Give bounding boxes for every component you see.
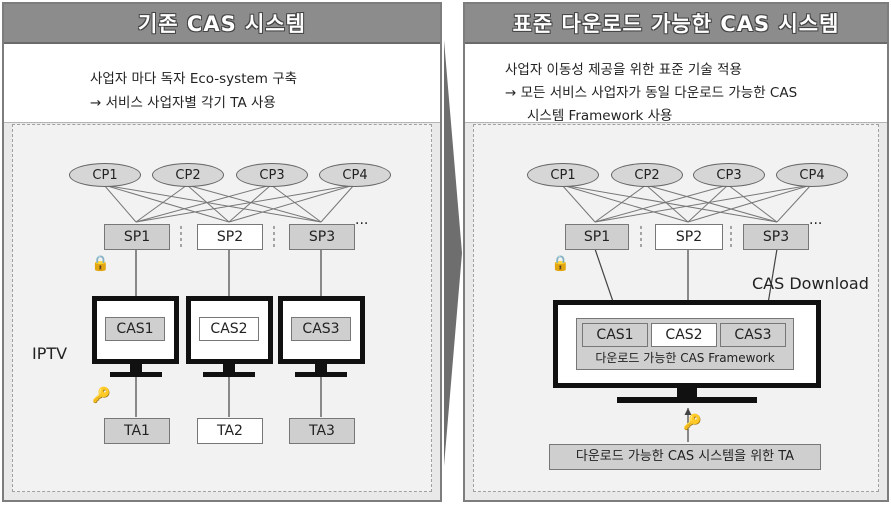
left-tv3-stand <box>315 364 327 372</box>
left-tv3-base <box>295 372 347 377</box>
left-cas1: CAS1 <box>105 317 165 341</box>
right-cp3: CP3 <box>693 163 765 187</box>
left-ta1: TA1 <box>104 418 170 444</box>
right-desc-line2: → 모든 서비스 사업자가 동일 다운로드 가능한 CAS <box>505 85 798 101</box>
chevron-right-arrow-icon <box>444 40 462 466</box>
left-tv2: CAS2 <box>186 296 273 364</box>
right-description: 사업자 이동성 제공을 위한 표준 기술 적용 → 모든 서비스 사업자가 동일… <box>465 44 887 124</box>
left-sp1: SP1 <box>104 224 170 250</box>
right-panel: 표준 다운로드 가능한 CAS 시스템 사업자 이동성 제공을 위한 표준 기술… <box>463 2 889 502</box>
right-sp2: SP2 <box>655 224 723 250</box>
right-cas3: CAS3 <box>720 323 786 347</box>
left-tv1: CAS1 <box>92 296 179 364</box>
left-cas2: CAS2 <box>199 317 259 341</box>
right-tv-stand <box>677 388 697 398</box>
cas-framework: CAS1 CAS2 CAS3 다운로드 가능한 CAS Framework <box>576 318 794 370</box>
left-tv2-base <box>203 372 255 377</box>
left-cp2: CP2 <box>152 163 224 187</box>
left-panel: 기존 CAS 시스템 사업자 마다 독자 Eco-system 구축 → 서비스… <box>2 2 442 502</box>
left-desc-line1: 사업자 마다 독자 Eco-system 구축 <box>90 71 298 87</box>
right-desc-line3: 시스템 Framework 사용 <box>527 108 673 124</box>
right-cp2: CP2 <box>611 163 683 187</box>
left-cas3: CAS3 <box>291 317 351 341</box>
left-tv1-base <box>110 372 162 377</box>
right-cas2: CAS2 <box>651 323 717 347</box>
left-tv3: CAS3 <box>278 296 365 364</box>
left-tv1-stand <box>130 364 142 372</box>
right-cp1: CP1 <box>527 163 599 187</box>
right-sp1: SP1 <box>565 224 629 250</box>
left-cp4: CP4 <box>319 163 391 187</box>
right-connections <box>561 184 812 442</box>
right-cp4: CP4 <box>776 163 848 187</box>
left-title: 기존 CAS 시스템 <box>137 12 306 36</box>
right-tv: CAS1 CAS2 CAS3 다운로드 가능한 CAS Framework <box>553 300 821 388</box>
left-description: 사업자 마다 독자 Eco-system 구축 → 서비스 사업자별 각기 TA… <box>4 44 440 123</box>
left-sp3: SP3 <box>289 224 355 250</box>
right-ellipsis: ... <box>809 212 823 228</box>
framework-label: 다운로드 가능한 CAS Framework <box>595 351 775 365</box>
left-sp2: SP2 <box>197 224 263 250</box>
left-title-banner: 기존 CAS 시스템 <box>4 4 440 44</box>
left-ellipsis: ... <box>355 212 369 228</box>
left-desc-line2: → 서비스 사업자별 각기 TA 사용 <box>90 95 276 111</box>
lock-icon: 🔒 <box>91 254 110 272</box>
right-title: 표준 다운로드 가능한 CAS 시스템 <box>512 12 840 36</box>
right-sp3: SP3 <box>743 224 809 250</box>
left-ta3: TA3 <box>289 418 355 444</box>
iptv-label: IPTV <box>32 344 68 363</box>
key-icon: 🔑 <box>92 386 111 404</box>
cas-download-label: CAS Download <box>752 274 869 293</box>
lock-icon: 🔒 <box>551 254 570 272</box>
left-ta2: TA2 <box>197 418 263 444</box>
left-cp1: CP1 <box>69 163 141 187</box>
right-tv-base <box>617 397 757 403</box>
left-connections <box>103 184 355 417</box>
left-tv2-stand <box>223 364 235 372</box>
right-cas1: CAS1 <box>582 323 648 347</box>
right-title-banner: 표준 다운로드 가능한 CAS 시스템 <box>465 4 887 44</box>
key-icon: 🔑 <box>683 413 702 431</box>
right-desc-line1: 사업자 이동성 제공을 위한 표준 기술 적용 <box>505 62 742 78</box>
right-ta-box: 다운로드 가능한 CAS 시스템을 위한 TA <box>549 444 821 470</box>
left-cp3: CP3 <box>236 163 308 187</box>
